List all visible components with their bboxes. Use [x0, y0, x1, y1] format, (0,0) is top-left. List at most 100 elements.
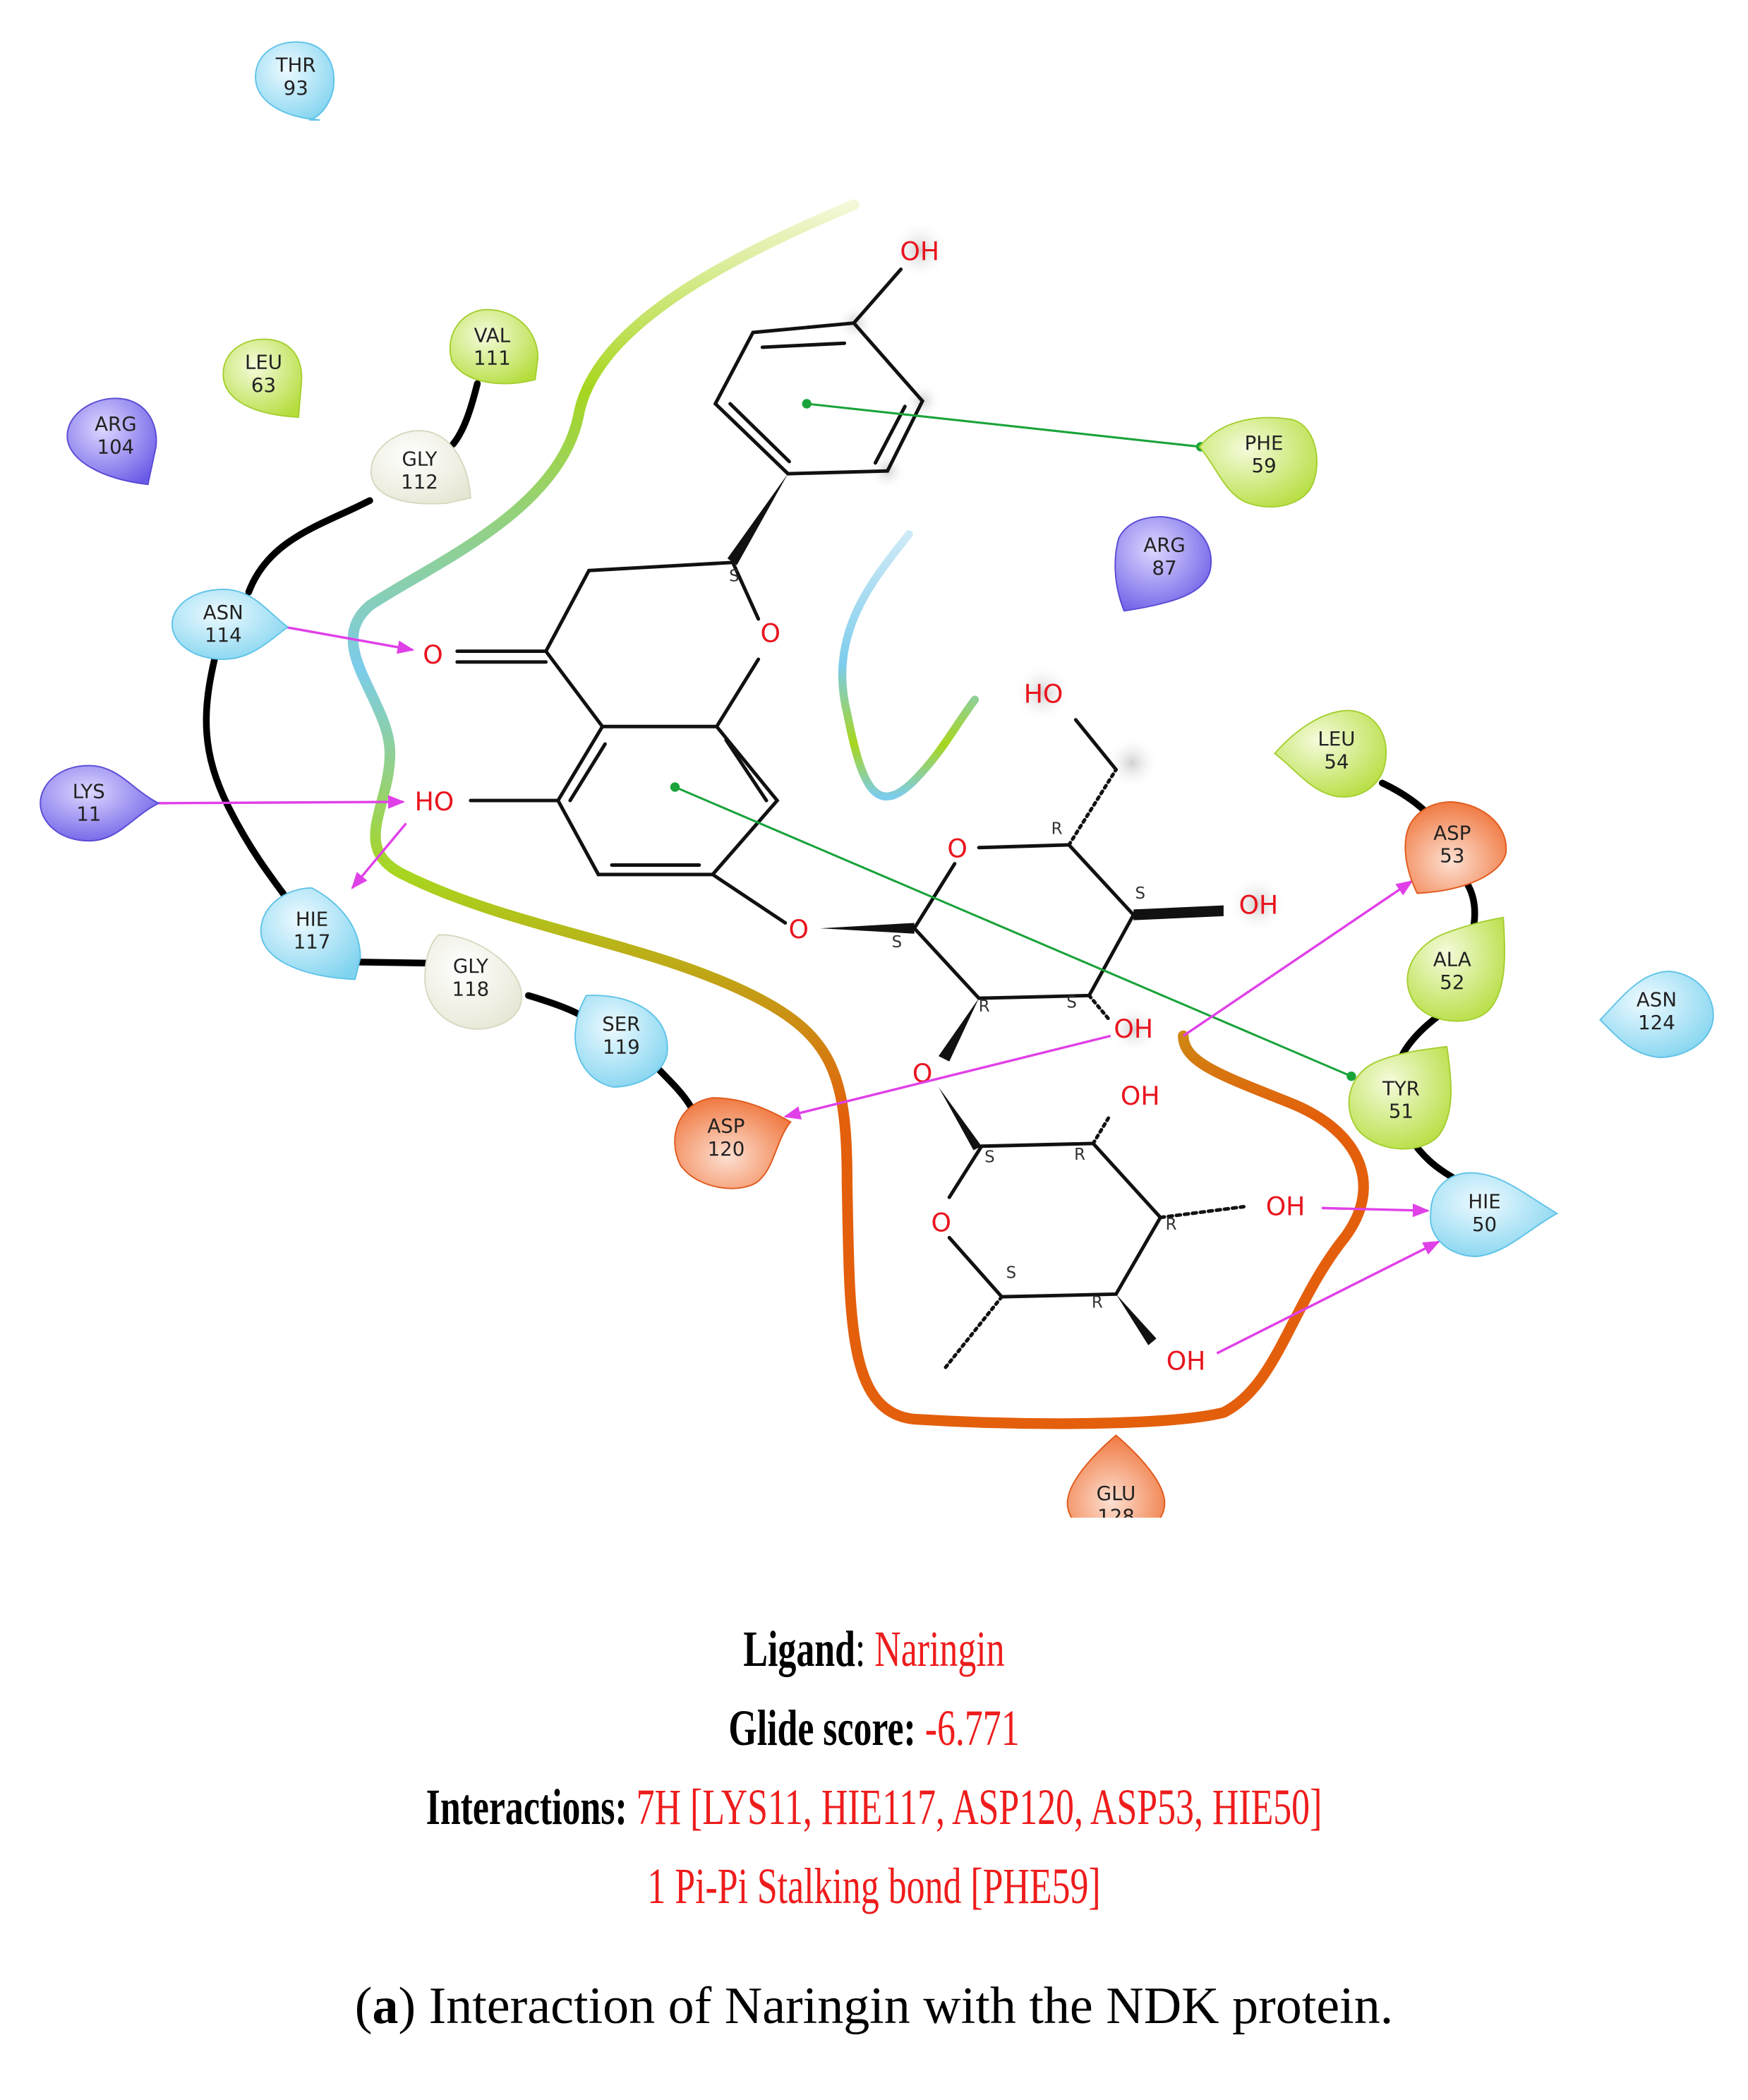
residue-name: HIE	[296, 907, 328, 930]
residue-name: ALA	[1433, 947, 1471, 971]
residue-number: 111	[474, 347, 511, 370]
residue-name: LYS	[73, 779, 105, 803]
atom-oh-glucose-3: OH	[1114, 1014, 1153, 1044]
interactions-label: Interactions:	[426, 1779, 637, 1835]
residue-name: ARG	[1143, 534, 1185, 557]
atom-oh-rhamnose-2: OH	[1121, 1081, 1160, 1111]
backbone-gly112-asn114	[245, 497, 373, 596]
residue-number: 87	[1152, 556, 1176, 580]
atom-ho-ch2: HO	[1024, 678, 1063, 709]
glide-score-label: Glide score:	[728, 1700, 925, 1756]
residue-number: 124	[1638, 1011, 1675, 1034]
stereo-label: S	[984, 1148, 995, 1167]
residue-thr-93[interactable]: THR 93	[255, 41, 335, 121]
residue-name: HIE	[1468, 1189, 1500, 1213]
residue-name: GLY	[453, 954, 488, 978]
residue-number: 54	[1324, 750, 1349, 773]
residue-number: 117	[294, 930, 331, 954]
residue-glu-128[interactable]: GLU 128	[1066, 1434, 1166, 1518]
atom-oh-glucose-4: OH	[1239, 890, 1279, 920]
residue-leu-63[interactable]: LEU 63	[222, 338, 303, 419]
residue-asn-114[interactable]: ASN 114	[171, 588, 289, 660]
residue-gly-112[interactable]: GLY 112	[370, 430, 471, 505]
atom-o-carbonyl: O	[423, 640, 442, 670]
residue-name: TYR	[1382, 1076, 1420, 1100]
residue-leu-54[interactable]: LEU 54	[1273, 709, 1387, 798]
pipi-line: 1 Pi-Pi Stalking bond [PHE59]	[245, 1861, 1503, 1912]
residue-number: 93	[284, 76, 308, 100]
residue-number: 118	[452, 977, 490, 1000]
residue-name: SER	[602, 1012, 640, 1036]
residue-number: 11	[76, 803, 101, 826]
pocket-contour	[347, 199, 1369, 1429]
backbone-asn114-hie117	[203, 653, 293, 905]
naringin-structure	[455, 267, 1246, 1372]
atom-o-rhamnose-ring: O	[932, 1207, 951, 1237]
residue-number: 128	[1097, 1504, 1135, 1518]
atom-o-glucose-ring: O	[947, 834, 967, 864]
atom-oh-top: OH	[900, 236, 939, 267]
residue-name: VAL	[474, 323, 511, 347]
ligand-value: Naringin	[874, 1621, 1005, 1677]
residue-name: ASN	[203, 601, 243, 624]
residue-name: ASN	[1637, 988, 1677, 1012]
pi-pi-interactions	[670, 399, 1356, 1081]
residue-asn-124[interactable]: ASN 124	[1599, 971, 1714, 1058]
residue-ala-52[interactable]: ALA 52	[1406, 916, 1506, 1022]
stereo-label: S	[1006, 1264, 1017, 1282]
residue-name: LEU	[1318, 727, 1355, 750]
residue-name: ARG	[95, 412, 136, 436]
residue-number: 52	[1440, 971, 1464, 994]
residue-name: GLU	[1097, 1482, 1136, 1505]
residue-number: 114	[205, 623, 242, 647]
stereo-label: R	[1092, 1293, 1103, 1312]
hydrogen-bonds	[158, 625, 1440, 1355]
stereo-label: S	[729, 567, 740, 585]
residue-phe-59[interactable]: PHE 59	[1198, 416, 1318, 508]
pipi-interactions: 1 Pi-Pi Stalking bond [PHE59]	[647, 1858, 1101, 1914]
residue-name: ASP	[707, 1115, 745, 1138]
residue-asp-120[interactable]: ASP 120	[674, 1097, 792, 1189]
residue-number: 119	[603, 1035, 640, 1058]
residue-number: 51	[1389, 1100, 1414, 1123]
residue-number: 50	[1472, 1213, 1497, 1236]
residue-number: 59	[1251, 454, 1276, 477]
atom-o-ring: O	[761, 618, 780, 649]
interactions-line: Interactions: 7H [LYS11, HIE117, ASP120,…	[245, 1782, 1503, 1832]
residue-number: 53	[1440, 844, 1464, 868]
hbond-interactions: 7H [LYS11, HIE117, ASP120, ASP53, HIE50]	[636, 1779, 1322, 1835]
residue-tyr-51[interactable]: TYR 51	[1348, 1045, 1452, 1150]
residue-val-111[interactable]: VAL 111	[449, 308, 539, 385]
residue-asp-53[interactable]: ASP 53	[1404, 801, 1507, 894]
residue-hie-117[interactable]: HIE 117	[260, 887, 361, 980]
caption-paren-open: (	[354, 1977, 373, 2035]
caption-letter: a	[372, 1977, 399, 2035]
pocket-contour-inner	[838, 530, 980, 800]
residue-arg-104[interactable]: ARG 104	[66, 397, 157, 486]
residue-gly-118[interactable]: GLY 118	[424, 934, 523, 1030]
glide-score-value: -6.771	[924, 1700, 1020, 1756]
backbone-val111-gly112	[450, 380, 481, 448]
residue-name: PHE	[1245, 431, 1284, 455]
stereo-label: S	[1135, 884, 1146, 903]
caption-text: Interaction of Naringin with the NDK pro…	[416, 1977, 1394, 2035]
stereo-label: R	[1074, 1146, 1085, 1164]
stereo-label: S	[1066, 993, 1077, 1012]
residue-name: ASP	[1433, 821, 1471, 844]
ligand-line: Ligand: Naringin	[245, 1624, 1503, 1674]
stereo-label: R	[1166, 1216, 1177, 1234]
residue-ser-119[interactable]: SER 119	[574, 995, 668, 1088]
atom-oh-rhamnose-3: OH	[1266, 1191, 1306, 1221]
ligand-label: Ligand	[743, 1621, 855, 1677]
residue-lys-11[interactable]: LYS 11	[40, 764, 160, 842]
caption-paren-close: )	[398, 1977, 416, 2035]
stereo-label: S	[892, 933, 903, 952]
residue-hie-50[interactable]: HIE 50	[1430, 1172, 1559, 1257]
residue-arg-87[interactable]: ARG 87	[1114, 516, 1212, 612]
ligand-interaction-diagram: OH O O HO O O HO OH OH O OH O OH OH S S …	[40, 41, 1714, 1518]
stereo-label: R	[979, 997, 990, 1016]
residue-number: 112	[401, 470, 438, 493]
backbone-hie117-gly118	[349, 958, 441, 967]
residue-number: 104	[97, 435, 135, 458]
ligand-separator: :	[855, 1621, 875, 1677]
